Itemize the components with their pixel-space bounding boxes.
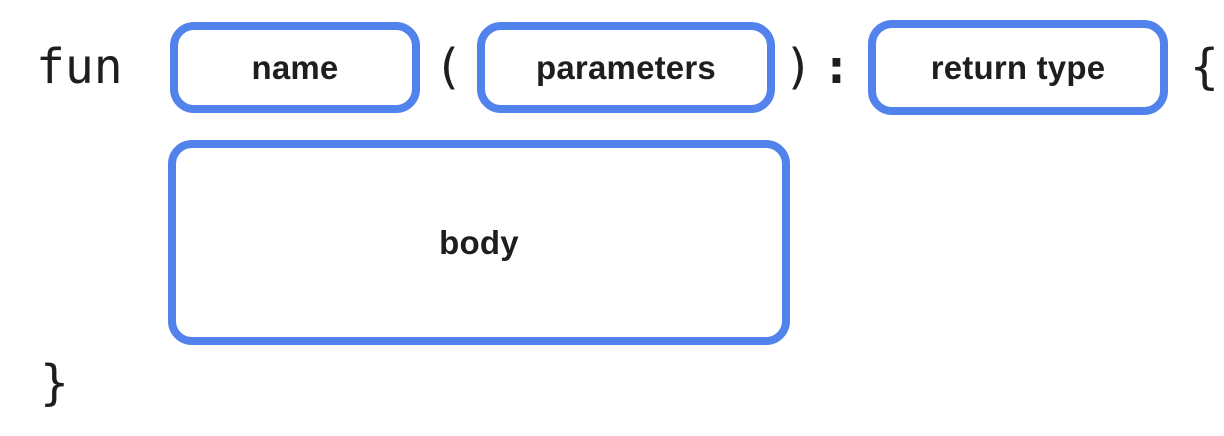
body-slot-label: body — [439, 223, 519, 261]
return-type-slot-label: return type — [930, 48, 1106, 86]
parameters-slot-label: parameters — [536, 48, 716, 86]
open-brace-glyph: { — [1190, 39, 1219, 95]
return-type-slot-box: return type — [868, 20, 1168, 115]
parameters-slot-box: parameters — [477, 22, 775, 113]
open-paren-glyph: ( — [434, 39, 463, 95]
body-slot-box: body — [168, 140, 790, 345]
close-paren-glyph: ) — [784, 39, 813, 95]
name-slot-box: name — [170, 22, 420, 113]
close-brace-glyph: } — [40, 355, 69, 411]
name-slot-label: name — [251, 48, 339, 86]
colon-glyph: : — [822, 39, 851, 95]
fun-keyword: fun — [36, 39, 123, 95]
